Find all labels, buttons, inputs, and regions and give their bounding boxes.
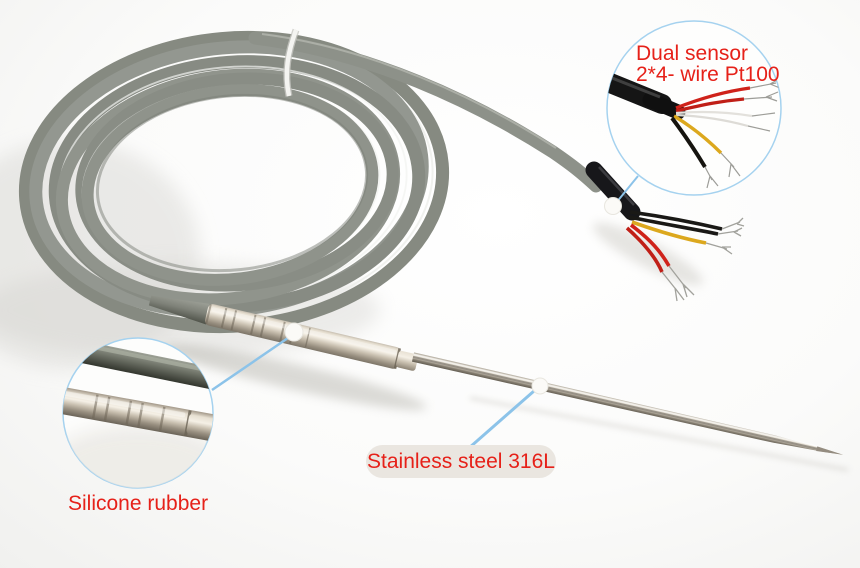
bare-tip (668, 265, 695, 298)
callout-dot-rod (531, 377, 549, 395)
crimp-mark (125, 400, 133, 425)
bare-tip (720, 152, 741, 178)
crimp-mark (91, 394, 99, 419)
sleeve-ring (205, 304, 212, 325)
probe-rod (411, 352, 844, 455)
crimp-mark (220, 307, 228, 328)
inset-sleeve (63, 386, 213, 443)
cable-end-shadow (592, 222, 704, 286)
inset-wire-red (675, 97, 745, 113)
cable-end-sleeve-highlight (598, 166, 635, 206)
bare-tip (743, 91, 779, 102)
sleeve-highlight (211, 307, 397, 355)
wire-red (629, 223, 671, 267)
cable-end (585, 161, 745, 302)
callout-line-dual-sensor (615, 175, 639, 204)
wire-black (628, 215, 719, 236)
inset-wire-black (670, 116, 707, 169)
dual-sensor-line1: Dual sensor (636, 42, 749, 65)
callout-dots (284, 197, 622, 395)
rod-highlight (413, 353, 819, 448)
inset-wire-yellow (673, 114, 723, 155)
dual-sensor-annotation: Dual sensor 2*4- wire Pt100 (636, 43, 780, 85)
crimp-mark (103, 396, 111, 421)
inset-cable-sheath-end (642, 92, 686, 120)
inset-sleeve-highlight (63, 390, 186, 418)
inset-bare-tips (704, 77, 781, 189)
stainless-steel-text: Stainless steel 316L (367, 449, 555, 473)
bare-tip (705, 242, 733, 255)
probe-transition-sleeve (148, 295, 419, 371)
crimp-mark (158, 406, 166, 431)
silicone-rubber-text: Silicone rubber (68, 492, 209, 515)
wire-yellow (631, 220, 707, 245)
dual-sensor-line2: 2*4- wire Pt100 (636, 63, 780, 86)
callout-lines (211, 175, 639, 450)
bare-tip (721, 217, 745, 230)
bare-tip (717, 227, 743, 237)
crimp-mark (249, 314, 257, 335)
crimp-mark (230, 310, 238, 331)
bare-tip (747, 112, 776, 132)
crimp-mark (304, 327, 311, 348)
inset-wire-white (675, 110, 753, 118)
cable-coil (18, 30, 450, 334)
inset-wire-red (675, 86, 751, 110)
wire-black (629, 210, 723, 231)
coil-loop (48, 55, 426, 313)
crimp-mark (137, 402, 144, 427)
coil-inner-rim (95, 93, 369, 273)
sleeve-nose (396, 350, 419, 371)
coil-loop (75, 72, 399, 292)
cable-end-sleeve (585, 161, 641, 221)
inset-wire-white (675, 113, 749, 128)
callout-dot-cable-end (604, 197, 622, 215)
bare-tip (661, 271, 685, 302)
silicone-rubber-label: Silicone rubber (68, 492, 208, 516)
coil-loop (81, 84, 379, 286)
cable-lead (248, 31, 603, 193)
crimp-mark (279, 321, 286, 342)
inset-sleeve-crimps (91, 394, 166, 431)
callout-dot-sleeve (284, 322, 304, 342)
probe-rod-shadow (469, 396, 849, 472)
wire-red (625, 226, 664, 273)
rod-tip (816, 446, 844, 455)
coil-tie-band (284, 29, 299, 97)
cable-into-sleeve (148, 295, 211, 325)
callout-line-silicone (211, 336, 289, 392)
stainless-steel-label: Stainless steel 316L (366, 445, 556, 478)
bare-tip (704, 166, 719, 189)
zoom-inset-dual-sensor (606, 20, 782, 196)
coil-tie (283, 28, 300, 97)
crimp-mark (259, 317, 267, 337)
probe-handle-shadow (163, 344, 427, 410)
callout-line-stainless (468, 389, 535, 450)
cable-lead-highlight (261, 33, 557, 149)
rod-center-line (412, 355, 827, 452)
inset-sleeve-nose (186, 413, 213, 441)
wire-bare-tips (661, 217, 745, 302)
